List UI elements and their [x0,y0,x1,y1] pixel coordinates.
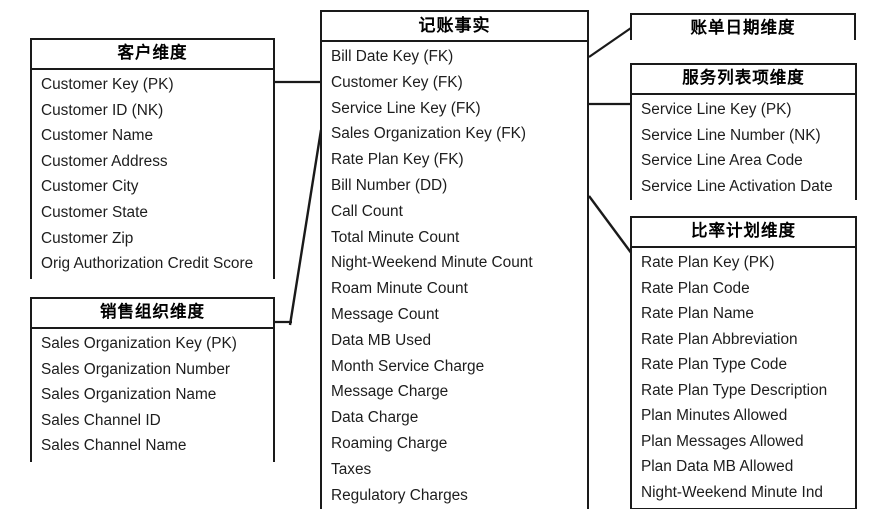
field-row: Regulatory Charges [331,486,468,504]
field-row: Roam Minute Count [331,280,468,298]
field-row: Sales Organization Key (PK) [41,335,237,352]
field-row: Service Line Number (NK) [641,126,821,144]
field-row: Customer Name [41,127,154,145]
field-row: Service Line Area Code [641,152,803,170]
field-row: Rate Plan Type Description [641,381,828,399]
field-row: Bill Number (DD) [331,176,448,194]
field-row: Orig Authorization Credit Score [41,255,254,273]
field-row: Total Minute Count [331,228,460,246]
field-row: Customer ID (NK) [41,101,164,119]
field-row: Rate Plan Code [641,279,750,297]
entity-title-customer-dimension: 客户维度 [32,40,273,70]
field-row: Service Line Key (FK) [331,99,481,117]
field-row: Customer Key (FK) [331,73,463,91]
field-row: Month Service Charge [331,357,485,375]
field-row: Call Count [331,202,403,220]
entity-fields-rate-plan-dimension: Rate Plan Key (PK) Rate Plan Code Rate P… [632,248,855,508]
field-row: Sales Channel ID [41,411,161,429]
connector-sales-organization-to-fact [288,129,323,326]
field-row: Roaming Charge [331,434,448,452]
field-row: Rate Plan Key (PK) [641,254,775,271]
field-row: Sales Channel Name [41,437,187,455]
entity-customer-dimension[interactable]: 客户维度 Customer Key (PK) Customer ID (NK) … [30,38,275,280]
entity-sales-organization-dimension[interactable]: 销售组织维度 Sales Organization Key (PK) Sales… [30,297,275,462]
entity-fields-customer-dimension: Customer Key (PK) Customer ID (NK) Custo… [32,70,273,280]
field-row: Customer City [41,178,139,196]
field-row: Data Charge [331,409,419,427]
field-row: Night-Weekend Minute Ind [641,483,823,501]
connector-fact-to-rate-plan [588,195,633,255]
entity-rate-plan-dimension[interactable]: 比率计划维度 Rate Plan Key (PK) Rate Plan Code… [630,216,857,509]
entity-bill-date-dimension[interactable]: 账单日期维度 [630,13,856,43]
entity-title-sales-organization-dimension: 销售组织维度 [32,299,273,329]
field-row: Bill Date Key (FK) [331,48,454,65]
field-row: Rate Plan Name [641,305,754,322]
field-row: Customer Key (PK) [41,76,174,93]
entity-title-service-line-dimension: 服务列表项维度 [632,65,855,95]
field-row: Plan Minutes Allowed [641,407,788,424]
field-row: Rate Plan Key (FK) [331,151,464,169]
entity-fields-service-line-dimension: Service Line Key (PK) Service Line Numbe… [632,95,855,203]
entity-service-line-dimension[interactable]: 服务列表项维度 Service Line Key (PK) Service Li… [630,63,857,203]
field-row: Sales Organization Name [41,386,217,404]
field-row: Rate Plan Type Code [641,356,788,373]
entity-title-billing-fact-table: 记账事实 [322,12,587,42]
field-row: Message Count [331,305,439,323]
field-row: Message Charge [331,383,449,401]
field-row: Night-Weekend Minute Count [331,254,533,272]
field-row: Data MB Used [331,331,432,349]
field-row: Plan Data MB Allowed [641,458,794,475]
field-row: Customer State [41,203,148,221]
entity-billing-fact-table[interactable]: 记账事实 Bill Date Key (FK) Customer Key (FK… [320,10,589,512]
field-row: Service Line Activation Date [641,177,833,195]
field-row: Service Line Key (PK) [641,101,792,118]
entity-title-bill-date-dimension: 账单日期维度 [632,15,854,43]
entity-title-rate-plan-dimension: 比率计划维度 [632,218,855,248]
field-row: Customer Zip [41,229,134,247]
field-row: Sales Organization Number [41,360,231,378]
field-row: Plan Messages Allowed [641,432,804,450]
connector-fact-to-bill-date [588,27,632,58]
field-row: Taxes [331,460,372,478]
entity-fields-sales-organization-dimension: Sales Organization Key (PK) Sales Organi… [32,329,273,462]
field-row: Customer Address [41,152,168,170]
field-row: Rate Plan Abbreviation [641,330,798,348]
field-row: Sales Organization Key (FK) [331,125,527,143]
entity-fields-billing-fact-table: Bill Date Key (FK) Customer Key (FK) Ser… [322,42,587,512]
